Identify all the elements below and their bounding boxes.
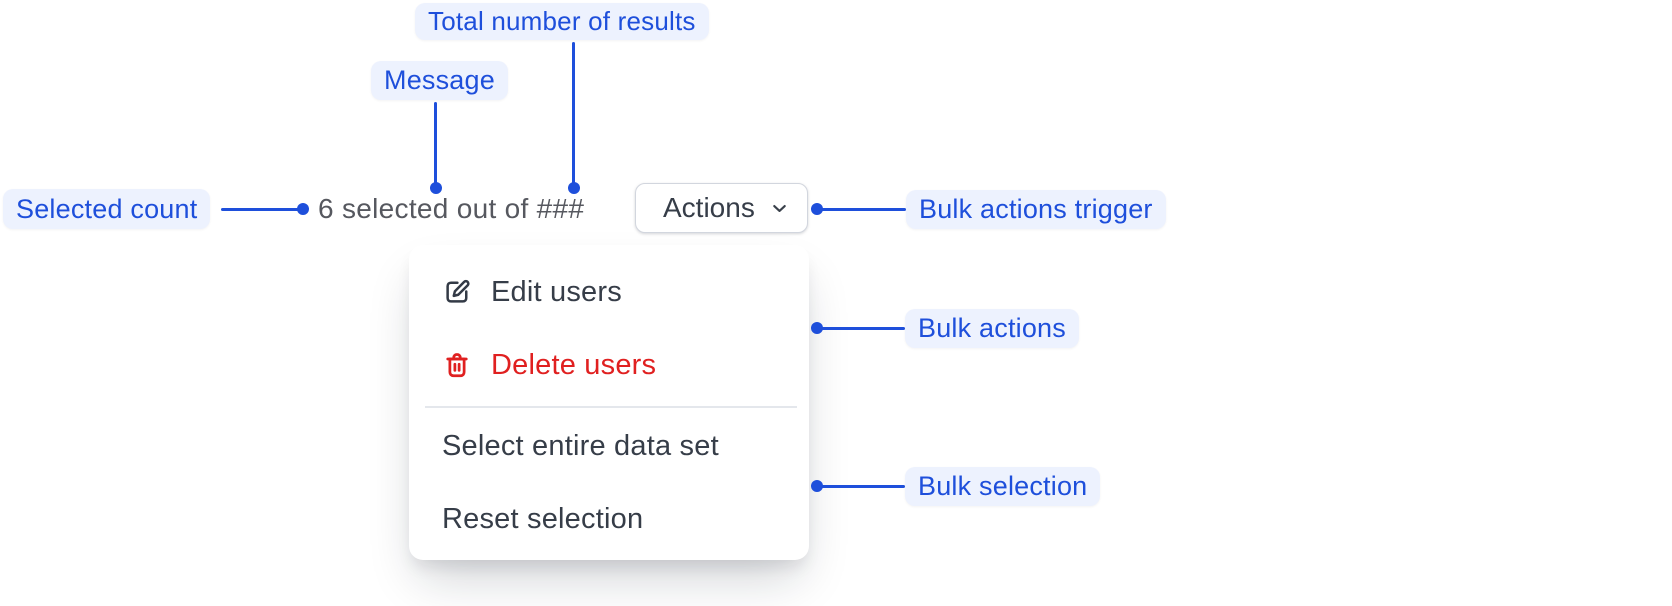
- connector-dot-bulk-actions: [811, 322, 823, 334]
- menu-divider: [425, 406, 797, 408]
- annotation-message: Message: [371, 61, 508, 100]
- bulk-actions-menu: Edit users Delete users Select entire da…: [409, 245, 809, 560]
- connector-line-selected-count: [221, 208, 299, 211]
- connector-dot-selected-count: [297, 203, 309, 215]
- connector-line-bulk-actions-trigger: [821, 208, 906, 211]
- trash-icon: [442, 350, 472, 380]
- connector-line-total-results: [572, 42, 575, 186]
- connector-dot-bulk-actions-trigger: [811, 203, 823, 215]
- annotation-bulk-actions: Bulk actions: [905, 309, 1079, 348]
- connector-dot-message: [430, 182, 442, 194]
- annotation-bulk-actions-trigger: Bulk actions trigger: [906, 190, 1166, 229]
- menu-item-label: Delete users: [491, 348, 657, 381]
- annotation-bulk-selection: Bulk selection: [905, 467, 1101, 506]
- menu-item-delete-users[interactable]: Delete users: [409, 337, 809, 393]
- connector-line-bulk-actions: [821, 327, 905, 330]
- menu-item-label: Edit users: [491, 275, 622, 308]
- connector-line-message: [434, 102, 437, 186]
- bulk-actions-trigger-button[interactable]: Actions: [635, 183, 808, 233]
- connector-dot-total-results: [568, 182, 580, 194]
- menu-item-reset-selection[interactable]: Reset selection: [409, 491, 809, 547]
- connector-line-bulk-selection: [821, 485, 905, 488]
- connector-dot-bulk-selection: [811, 480, 823, 492]
- edit-icon: [442, 277, 472, 307]
- menu-item-select-entire-data-set[interactable]: Select entire data set: [409, 418, 809, 474]
- menu-item-label: Reset selection: [442, 502, 644, 535]
- menu-item-label: Select entire data set: [442, 429, 719, 462]
- annotation-selected-count: Selected count: [3, 189, 211, 229]
- selection-status-message: 6 selected out of ###: [318, 193, 585, 224]
- annotation-total-number-of-results: Total number of results: [415, 3, 709, 40]
- chevron-down-icon: [773, 204, 786, 212]
- menu-item-edit-users[interactable]: Edit users: [409, 264, 809, 320]
- actions-button-label: Actions: [663, 192, 755, 223]
